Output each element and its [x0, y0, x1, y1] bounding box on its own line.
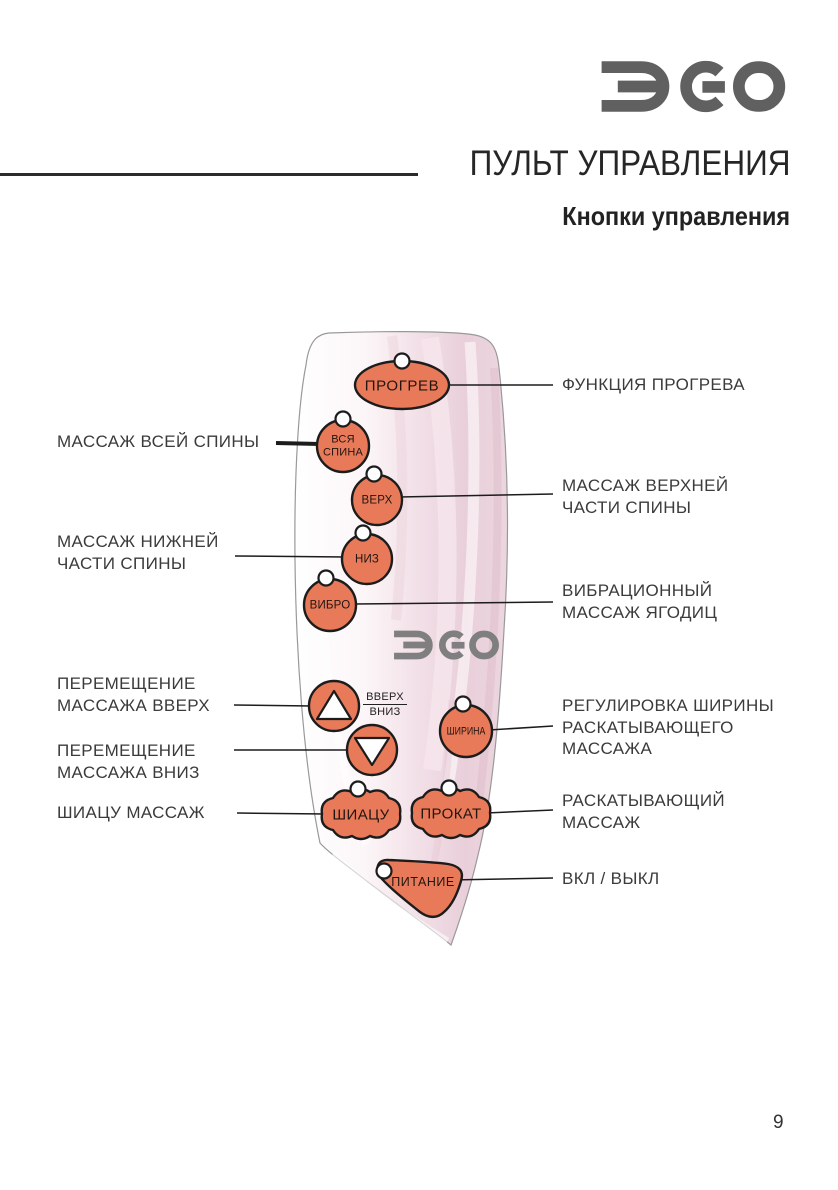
line-shirina [488, 725, 554, 731]
progrev-led [393, 352, 411, 370]
callout-line: ВИБРАЦИОННЫЙ [562, 581, 713, 600]
callout-vibracionny-massazh: ВИБРАЦИОННЫЙ МАССАЖ ЯГОДИЦ [562, 580, 717, 623]
verh-button-label: ВЕРХ [361, 494, 393, 507]
line-up [233, 704, 313, 707]
callout-line: МАССАЖА ВНИЗ [57, 762, 200, 782]
callout-line: РАСКАТЫВАЮЩИЙ [562, 791, 726, 810]
callout-vkl-vykl: ВКЛ / ВЫКЛ [562, 868, 660, 890]
callout-line: МАССАЖ [562, 812, 641, 832]
callout-line: ЧАСТИ СПИНЫ [57, 553, 187, 573]
callout-line: МАССАЖА ВВЕРХ [57, 695, 210, 715]
vibro-button-label: ВИБРО [309, 599, 351, 612]
page-title: ПУЛЬТ УПРАВЛЕНИЯ [469, 144, 790, 183]
callout-peremeshchenie-vverh: ПЕРЕМЕЩЕНИЕ МАССАЖА ВВЕРХ [57, 673, 210, 716]
updown-up-label: ВВЕРХ [363, 691, 407, 705]
line-vibro [352, 601, 554, 605]
vibro-led [317, 569, 335, 587]
verh-led [365, 465, 383, 483]
niz-button-label: НИЗ [354, 553, 380, 566]
updown-down-label: ВНИЗ [369, 706, 401, 718]
callout-lines [233, 384, 554, 881]
callout-massazh-verhney: МАССАЖ ВЕРХНЕЙ ЧАСТИ СПИНЫ [562, 475, 728, 518]
pitanie-button-label: ПИТАНИЕ [391, 874, 455, 889]
line-pitanie [449, 877, 554, 881]
pitanie-button [376, 858, 464, 919]
callout-line: МАССАЖ ВЕРХНЕЙ [562, 476, 729, 495]
shirina-led [454, 695, 472, 713]
callout-shiatsu-massazh: ШИАЦУ МАССАЖ [57, 802, 205, 824]
callout-line: ШИАЦУ МАССАЖ [57, 803, 205, 822]
page-number: 9 [773, 1112, 784, 1133]
updown-legend: ВВЕРХ ВНИЗ [363, 691, 407, 718]
callout-line: МАССАЖ ЯГОДИЦ [562, 602, 718, 622]
callout-line: ПЕРЕМЕЩЕНИЕ [57, 674, 196, 693]
callout-funkciya-progreva: ФУНКЦИЯ ПРОГРЕВА [562, 374, 745, 396]
callout-line: РАСКАТЫВАЮЩЕГО [562, 717, 734, 737]
vsya-line1: ВСЯ [331, 433, 355, 446]
callout-line: ФУНКЦИЯ ПРОГРЕВА [562, 375, 745, 394]
prokat-button-label: ПРОКАТ [420, 805, 482, 823]
shirina-button-label: ШИРИНА [446, 725, 486, 738]
niz-led [354, 524, 372, 542]
callout-line: ЧАСТИ СПИНЫ [562, 497, 692, 517]
vsya-spina-button-label: ВСЯ СПИНА [323, 433, 363, 458]
callout-line: МАССАЖ ВСЕЙ СПИНЫ [57, 432, 260, 451]
callout-massazh-vsey-spiny: МАССАЖ ВСЕЙ СПИНЫ [57, 431, 259, 453]
callout-line: ПЕРЕМЕЩЕНИЕ [57, 741, 196, 760]
callout-line: РЕГУЛИРОВКА ШИРИНЫ [562, 696, 774, 715]
callout-regulirovka-shiriny: РЕГУЛИРОВКА ШИРИНЫ РАСКАТЫВАЮЩЕГО МАССАЖ… [562, 695, 774, 760]
line-vsya-spina [275, 441, 321, 446]
callout-line: ВКЛ / ВЫКЛ [562, 869, 660, 888]
vsya-spina-led [334, 410, 352, 428]
line-shiatsu [236, 812, 327, 815]
prokat-led [440, 779, 458, 797]
line-prokat [485, 809, 554, 814]
arrow-up-icon [315, 689, 353, 721]
line-verh [398, 493, 554, 498]
callout-massazh-nizhney: МАССАЖ НИЖНЕЙ ЧАСТИ СПИНЫ [57, 531, 219, 574]
vsya-line2: СПИНА [322, 446, 364, 458]
shiatsu-led [349, 780, 367, 798]
progrev-button-label: ПРОГРЕВ [364, 377, 440, 395]
callout-line: МАССАЖА [562, 739, 653, 758]
callout-line: МАССАЖ НИЖНЕЙ [57, 532, 219, 551]
title-rule [0, 173, 418, 176]
arrow-down-icon [353, 736, 391, 767]
callout-peremeshchenie-vniz: ПЕРЕМЕЩЕНИЕ МАССАЖА ВНИЗ [57, 740, 200, 783]
section-subtitle: Кнопки управления [562, 201, 790, 231]
shiatsu-button-label: ШИАЦУ [332, 806, 390, 824]
line-niz [234, 555, 347, 558]
pitanie-led [375, 862, 393, 880]
callout-raskatyvayushchiy-massazh: РАСКАТЫВАЮЩИЙ МАССАЖ [562, 790, 725, 833]
